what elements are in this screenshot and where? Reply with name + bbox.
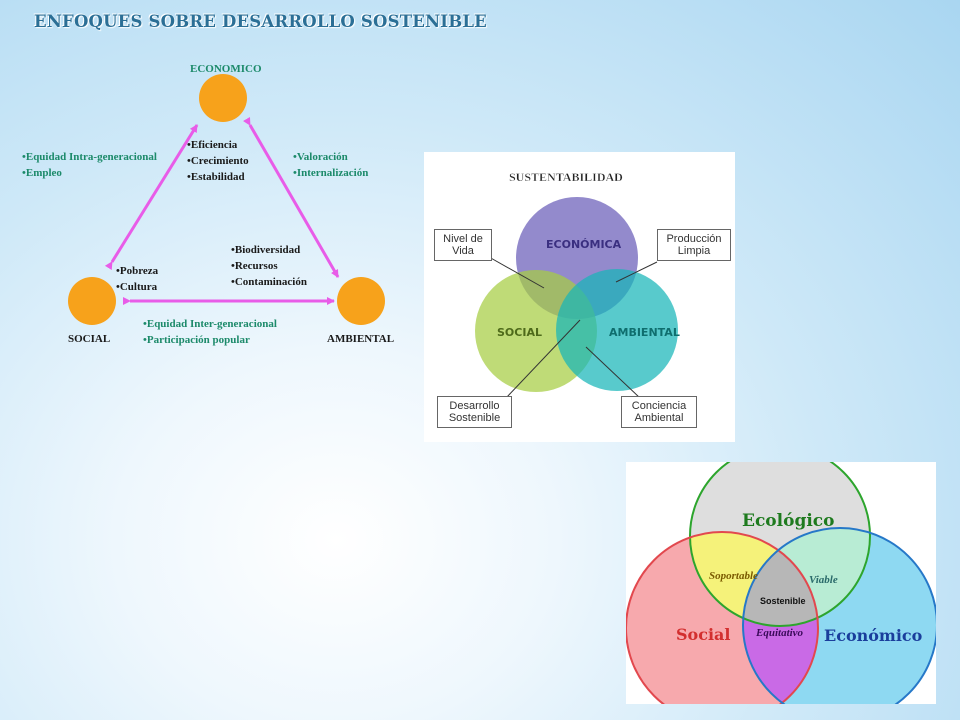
label-social-circle: SOCIAL	[497, 326, 542, 339]
ambiental-item: •Biodiversidad	[231, 244, 300, 256]
label-economico: ECONOMICO	[190, 63, 262, 75]
page-title: ENFOQUES SOBRE DESARROLLO SOSTENIBLE	[34, 12, 487, 31]
sustentabilidad-venn: SUSTENTABILIDAD ECONÓMICA SOCIAL AMBIENT…	[475, 170, 680, 399]
label-soportable: Soportable	[709, 570, 758, 582]
label-ecologico: Ecológico	[742, 511, 834, 531]
arrow-social-economico	[104, 124, 199, 271]
pointer-produccion	[615, 261, 658, 283]
region-sostenible	[743, 532, 818, 626]
right-edge-item: •Valoración	[293, 151, 348, 163]
pointer-nivel	[488, 256, 545, 289]
node-economico	[199, 74, 247, 122]
callout-produccion-limpia: Producción Limpia	[657, 229, 731, 261]
sustentabilidad-panel: SUSTENTABILIDAD ECONÓMICA SOCIAL AMBIENT…	[424, 152, 735, 442]
label-economico-venn: Económico	[824, 626, 923, 645]
label-social: SOCIAL	[68, 333, 110, 345]
node-social	[68, 277, 116, 325]
economico-item: •Crecimiento	[187, 155, 249, 167]
ambiental-item: •Recursos	[231, 260, 278, 272]
venn-sostenible-panel: Ecológico Social Económico Soportable Vi…	[626, 462, 936, 704]
sustentabilidad-title: SUSTENTABILIDAD	[509, 170, 623, 184]
pointer-conciencia	[585, 346, 641, 399]
arrow-economico-ambiental	[243, 116, 340, 278]
venn-sostenible: Ecológico Social Económico Soportable Vi…	[626, 462, 936, 704]
label-equitativo: Equitativo	[755, 627, 804, 639]
outline-ecologico	[689, 462, 871, 627]
left-edge-item: •Equidad Intra-generacional	[22, 151, 157, 163]
callout-conciencia-ambiental: Conciencia Ambiental	[621, 396, 697, 428]
callout-nivel-de-vida: Nivel de Vida	[434, 229, 492, 261]
pointer-desarrollo	[505, 319, 581, 399]
label-economica: ECONÓMICA	[546, 238, 622, 251]
label-viable: Viable	[809, 574, 838, 586]
left-edge-item: •Empleo	[22, 167, 62, 179]
circle-ambiental	[556, 269, 678, 391]
label-ambiental-circle: AMBIENTAL	[609, 326, 680, 339]
outline-social	[626, 531, 819, 704]
social-item: •Cultura	[116, 281, 158, 293]
callout-desarrollo-sostenible: Desarrollo Sostenible	[437, 396, 512, 428]
social-item: •Pobreza	[116, 265, 159, 277]
ambiental-item: •Contaminación	[231, 276, 307, 288]
bottom-edge-item: •Equidad Inter-generacional	[143, 318, 277, 330]
economico-item: •Estabilidad	[187, 171, 245, 183]
economico-item: •Eficiencia	[187, 139, 238, 151]
right-edge-item: •Internalización	[293, 167, 368, 179]
node-ambiental	[337, 277, 385, 325]
label-sostenible: Sostenible	[760, 596, 806, 606]
label-social-venn: Social	[676, 625, 731, 644]
bottom-edge-item: •Participación popular	[143, 334, 250, 346]
label-ambiental: AMBIENTAL	[327, 333, 394, 345]
outline-economico	[742, 527, 936, 704]
